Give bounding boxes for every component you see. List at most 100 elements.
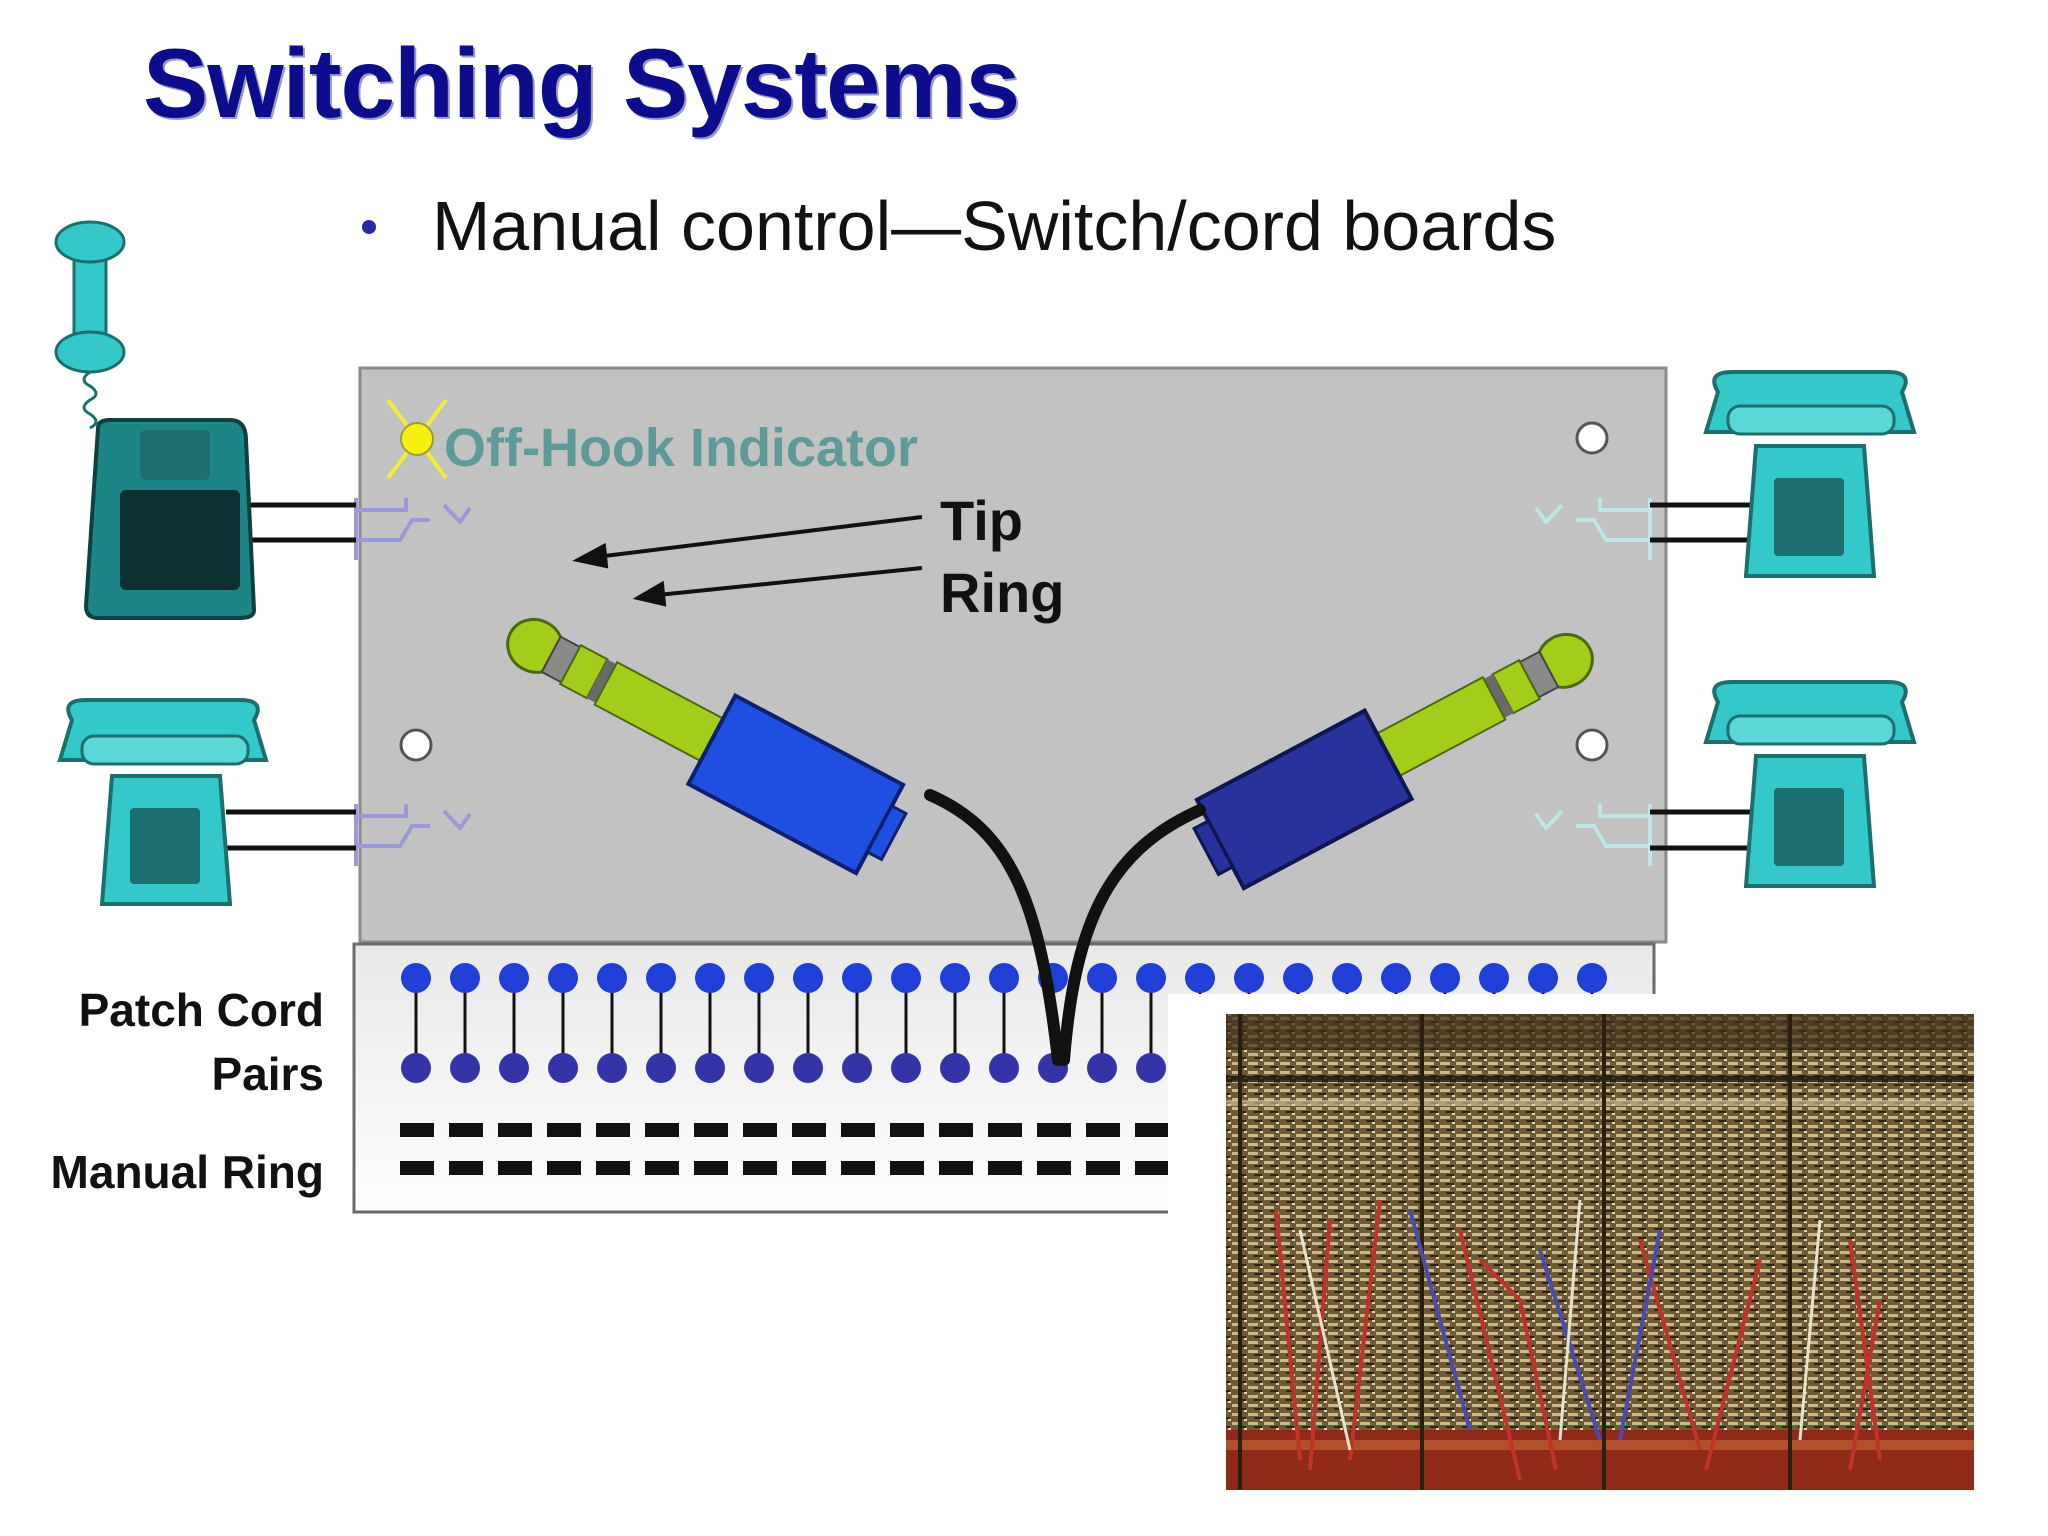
- manual-ring-key[interactable]: [1135, 1161, 1169, 1175]
- manual-ring-key[interactable]: [743, 1161, 777, 1175]
- patch-cord-top-plug: [695, 963, 725, 993]
- patch-cord-label: Patch Cord: [79, 984, 324, 1036]
- bullet-text: Manual control—Switch/cord boards: [432, 187, 1557, 265]
- patch-cord-top-plug: [401, 963, 431, 993]
- manual-ring-key[interactable]: [1037, 1161, 1071, 1175]
- patch-cord-top-plug: [1381, 963, 1411, 993]
- manual-ring-key[interactable]: [988, 1123, 1022, 1137]
- patch-cord-pair[interactable]: [695, 963, 725, 1083]
- manual-ring-key[interactable]: [841, 1161, 875, 1175]
- patch-cord-bottom-plug: [401, 1053, 431, 1083]
- jack-icon: [354, 498, 472, 560]
- handset-icon: [54, 220, 126, 430]
- manual-ring-key[interactable]: [547, 1123, 581, 1137]
- patch-cord-bottom-plug: [695, 1053, 725, 1083]
- patch-cord-pair[interactable]: [842, 963, 872, 1083]
- switchboard-photo: [1168, 994, 2038, 1536]
- patch-cord-pair[interactable]: [1136, 963, 1166, 1083]
- telephone-icon: [1703, 370, 1917, 578]
- patch-cord-pair[interactable]: [401, 963, 431, 1083]
- manual-ring-key[interactable]: [841, 1123, 875, 1137]
- off-hook-indicator-label: Off-Hook Indicator: [444, 418, 918, 478]
- patch-cord-pair[interactable]: [646, 963, 676, 1083]
- manual-ring-key[interactable]: [498, 1123, 532, 1137]
- bullet-dot-icon: [362, 219, 376, 234]
- patch-cord-top-plug: [450, 963, 480, 993]
- patch-cord-bottom-plug: [989, 1053, 1019, 1083]
- manual-ring-key[interactable]: [939, 1161, 973, 1175]
- phone-plug-icon: [506, 617, 908, 876]
- patch-cord-pair[interactable]: [891, 963, 921, 1083]
- manual-ring-key[interactable]: [596, 1161, 630, 1175]
- manual-ring-key[interactable]: [449, 1161, 483, 1175]
- manual-ring-label: Manual Ring: [51, 1146, 324, 1198]
- board-screw: [1575, 421, 1609, 455]
- patch-cord-top-plug: [1479, 963, 1509, 993]
- patch-cord-top-plug: [1087, 963, 1117, 993]
- patch-cord-pair[interactable]: [940, 963, 970, 1083]
- manual-ring-key[interactable]: [645, 1123, 679, 1137]
- patch-cord-top-plug: [842, 963, 872, 993]
- jack-icon: [1534, 498, 1652, 560]
- patch-cord-top-plug: [1430, 963, 1460, 993]
- jack-icon: [1534, 804, 1652, 866]
- patch-cord-top-plug: [793, 963, 823, 993]
- patch-cord-top-plug: [940, 963, 970, 993]
- patch-cord-top-plug: [548, 963, 578, 993]
- patch-cord-top-plug: [1234, 963, 1264, 993]
- ring-label: Ring: [940, 561, 1064, 624]
- manual-ring-key[interactable]: [988, 1161, 1022, 1175]
- manual-ring-key[interactable]: [449, 1123, 483, 1137]
- patch-cord-bottom-plug: [842, 1053, 872, 1083]
- patch-cord-top-plug: [646, 963, 676, 993]
- off-hook-lamp-icon: [386, 398, 448, 480]
- patch-cord-bottom-plug: [793, 1053, 823, 1083]
- manual-ring-key[interactable]: [792, 1123, 826, 1137]
- patch-cord-pair[interactable]: [793, 963, 823, 1083]
- slide-title: Switching Systems: [143, 28, 1020, 138]
- manual-ring-key[interactable]: [596, 1123, 630, 1137]
- manual-ring-key[interactable]: [1086, 1123, 1120, 1137]
- ring-arrow: [632, 566, 923, 607]
- manual-ring-key[interactable]: [498, 1161, 532, 1175]
- switchboard-panel: [358, 366, 1668, 944]
- patch-cord-pair[interactable]: [450, 963, 480, 1083]
- patch-cord-pair[interactable]: [989, 963, 1019, 1083]
- patch-cord-top-plug: [597, 963, 627, 993]
- patch-cord-bottom-plug: [744, 1053, 774, 1083]
- manual-ring-key[interactable]: [400, 1123, 434, 1137]
- patch-cord-pair[interactable]: [499, 963, 529, 1083]
- telephone-icon: [83, 418, 257, 620]
- manual-ring-key[interactable]: [890, 1161, 924, 1175]
- patch-cord-pair[interactable]: [597, 963, 627, 1083]
- telephone-line: [226, 502, 1760, 851]
- board-screw: [1575, 728, 1609, 762]
- manual-ring-key[interactable]: [694, 1161, 728, 1175]
- manual-ring-key[interactable]: [1086, 1161, 1120, 1175]
- patch-cord-bottom-plug: [646, 1053, 676, 1083]
- manual-ring-key[interactable]: [743, 1123, 777, 1137]
- patch-cord-top-plug: [1528, 963, 1558, 993]
- bullet-item: Manual control—Switch/cord boards: [362, 188, 1556, 265]
- patch-cord-pair[interactable]: [1087, 963, 1117, 1083]
- manual-ring-key[interactable]: [1037, 1123, 1071, 1137]
- patch-cord-pair[interactable]: [744, 963, 774, 1083]
- tip-label: Tip: [940, 489, 1023, 552]
- manual-ring-key[interactable]: [792, 1161, 826, 1175]
- patch-cord-bottom-plug: [1136, 1053, 1166, 1083]
- manual-ring-key[interactable]: [890, 1123, 924, 1137]
- patch-cord-top-plug: [499, 963, 529, 993]
- patch-cord-top-plug: [891, 963, 921, 993]
- patch-cord-top-plug: [744, 963, 774, 993]
- manual-ring-key[interactable]: [1135, 1123, 1169, 1137]
- manual-ring-key[interactable]: [400, 1161, 434, 1175]
- patch-cord-top-plug: [989, 963, 1019, 993]
- manual-ring-key[interactable]: [939, 1123, 973, 1137]
- manual-ring-key[interactable]: [547, 1161, 581, 1175]
- patch-cord-pair[interactable]: [548, 963, 578, 1083]
- patch-cord-cable: [1058, 804, 1206, 1066]
- manual-ring-key[interactable]: [694, 1123, 728, 1137]
- manual-ring-key[interactable]: [645, 1161, 679, 1175]
